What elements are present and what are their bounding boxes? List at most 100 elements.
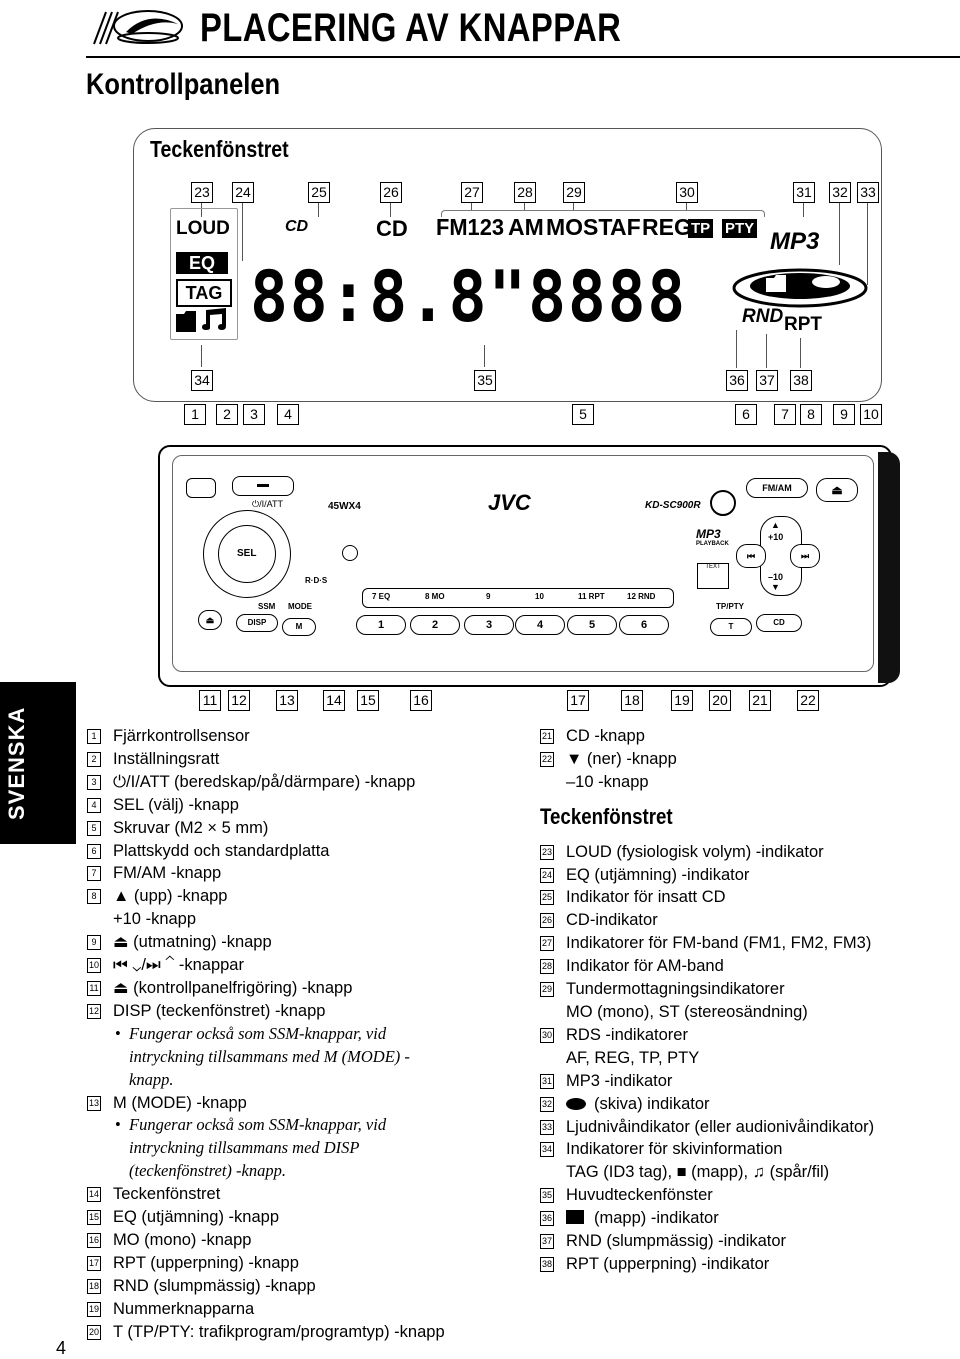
- control-dial[interactable]: [203, 510, 291, 598]
- fm-am-button[interactable]: FM/AM: [746, 478, 808, 498]
- panel-release-button[interactable]: ⏏: [198, 610, 222, 630]
- preset-button-5[interactable]: 5: [567, 615, 617, 635]
- callout-number: 5: [572, 404, 594, 425]
- minus10-label: –10: [768, 572, 784, 582]
- preset-row-label: 11 RPT: [578, 592, 605, 601]
- callout-number: 2: [216, 404, 238, 425]
- preset-button-3[interactable]: 3: [464, 615, 514, 635]
- pty-indicator: PTY: [722, 219, 758, 238]
- callout-number: 14: [323, 690, 345, 711]
- callout-number: 1: [184, 404, 206, 425]
- model-code-label: 45WX4: [328, 501, 361, 512]
- callout-number: 3: [243, 404, 265, 425]
- remote-sensor: [186, 478, 216, 498]
- eject-button[interactable]: ⏏: [816, 478, 858, 502]
- language-tab: [0, 682, 76, 844]
- list-note: intryckning tillsammans med M (MODE) -: [129, 1046, 410, 1066]
- callout-number: 30: [676, 182, 698, 203]
- list-note: intryckning tillsammans med DISP: [129, 1138, 360, 1158]
- preset-button-2[interactable]: 2: [410, 615, 460, 635]
- power-att-label: ⏻/I/ATT: [252, 499, 283, 509]
- up-arrow-icon[interactable]: ▲: [771, 520, 780, 530]
- callout-number: 9: [833, 404, 855, 425]
- down-arrow-icon[interactable]: ▼: [771, 582, 780, 592]
- preset-row-label: 10: [535, 592, 544, 601]
- preset-button-6[interactable]: 6: [619, 615, 669, 635]
- callout-number: 28: [514, 182, 536, 203]
- callout-number: 10: [860, 404, 882, 425]
- note-logo-icon: [93, 10, 183, 45]
- list-note: (teckenfönstret) -knapp.: [129, 1161, 286, 1181]
- am-band-indicator: AM: [508, 214, 544, 240]
- list-item: 11⏏ (kontrollpanelfrigöring) -knapp: [87, 977, 445, 1000]
- folder-music-icon: [176, 308, 226, 332]
- list-subitem: AF, REG, TP, PTY: [566, 1048, 700, 1067]
- sel-label: SEL: [237, 548, 257, 559]
- fm-band-indicator: FM123: [436, 214, 505, 240]
- prev-button[interactable]: ⏮: [736, 544, 766, 568]
- playback-label: PLAYBACK: [696, 541, 729, 547]
- tp-pty-label: TP/PTY: [716, 602, 745, 611]
- callout-number: 11: [199, 690, 221, 711]
- tp-pty-button[interactable]: T: [710, 618, 752, 636]
- callout-number: 36: [726, 370, 748, 391]
- list-subitem: TAG (ID3 tag), ■ (mapp), ♫ (spår/fil): [566, 1163, 830, 1182]
- language-label: SVENSKA: [4, 706, 29, 820]
- callout-number: 4: [277, 404, 299, 425]
- reg-indicator: REG: [642, 214, 692, 240]
- callout-number: 26: [380, 182, 402, 203]
- callout-number: 35: [474, 370, 496, 391]
- callout-number: 25: [308, 182, 330, 203]
- callout-number: 33: [857, 182, 879, 203]
- list-note: knapp.: [129, 1069, 174, 1089]
- callout-number: 19: [671, 690, 693, 711]
- list-subitem: –10 -knapp: [566, 772, 649, 791]
- disp-button[interactable]: DISP: [236, 614, 278, 632]
- power-att-button[interactable]: [232, 476, 294, 496]
- callout-number: 15: [357, 690, 379, 711]
- callout-number: 29: [563, 182, 585, 203]
- rnd-indicator: RND: [742, 306, 784, 327]
- list-item: 8▲ (upp) -knapp: [87, 885, 445, 908]
- mp3-indicator: MP3: [770, 228, 820, 255]
- mode-label: MODE: [288, 602, 312, 611]
- preset-button-4[interactable]: 4: [515, 615, 565, 635]
- callout-number: 6: [735, 404, 757, 425]
- next-button[interactable]: ⏭: [790, 544, 820, 568]
- screw-hole: [342, 545, 358, 561]
- callout-number: 32: [829, 182, 851, 203]
- cd-indicator: CD: [376, 216, 408, 241]
- cd-button[interactable]: CD: [756, 614, 802, 632]
- eq-indicator: EQ: [176, 252, 228, 274]
- callout-number: 8: [800, 404, 822, 425]
- brand-logo: JVC: [488, 490, 531, 515]
- callout-number: 34: [191, 370, 213, 391]
- page-number: 4: [56, 1338, 67, 1358]
- folder-icon: [566, 1210, 584, 1225]
- callout-number: 38: [790, 370, 812, 391]
- callout-number: 22: [797, 690, 819, 711]
- preset-button-1[interactable]: 1: [356, 615, 406, 635]
- cd-text-logo: TEXT: [697, 563, 729, 589]
- mode-button[interactable]: M: [282, 618, 316, 636]
- sel-button[interactable]: [218, 525, 276, 583]
